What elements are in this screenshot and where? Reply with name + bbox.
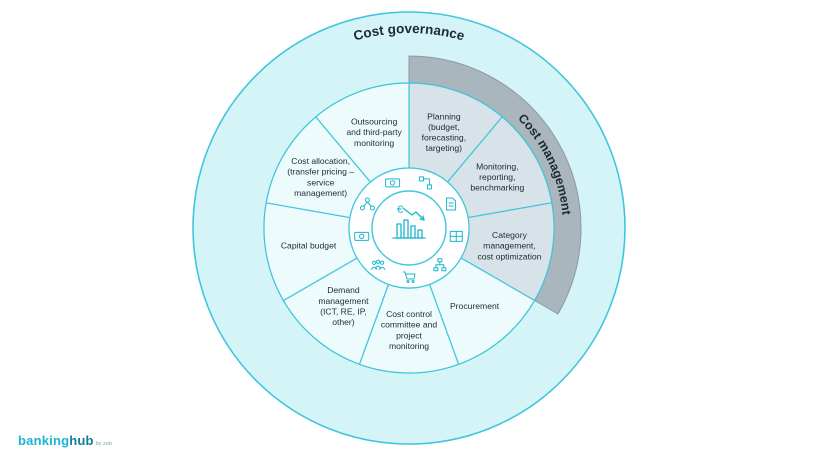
- people-group-icon: [370, 259, 386, 271]
- center-circle: [371, 190, 447, 266]
- flow-chart-icon: [418, 176, 432, 190]
- cost-governance-label: Cost governance: [352, 21, 467, 44]
- document-icon: [446, 197, 457, 211]
- segment-label-capital-budget: Capital budget: [281, 241, 337, 251]
- segment-label-procurement: Procurement: [450, 301, 500, 311]
- segment-label-cost-allocation: Cost allocation,(transfer pricing –servi…: [287, 156, 354, 198]
- money-icon: [385, 178, 401, 188]
- euro-chart-down-icon: €: [392, 204, 426, 239]
- org-chart-icon: [433, 258, 447, 272]
- segment-label-planning: Planning(budget,forecasting,targeting): [422, 111, 466, 153]
- svg-text:€: €: [397, 204, 403, 216]
- grid-icon: [449, 230, 463, 242]
- segment-label-monitoring: Monitoring,reporting,benchmarking: [470, 161, 524, 192]
- shopping-cart-icon: [403, 271, 416, 283]
- money-icon: [354, 231, 370, 241]
- hierarchy-icon: [359, 197, 375, 211]
